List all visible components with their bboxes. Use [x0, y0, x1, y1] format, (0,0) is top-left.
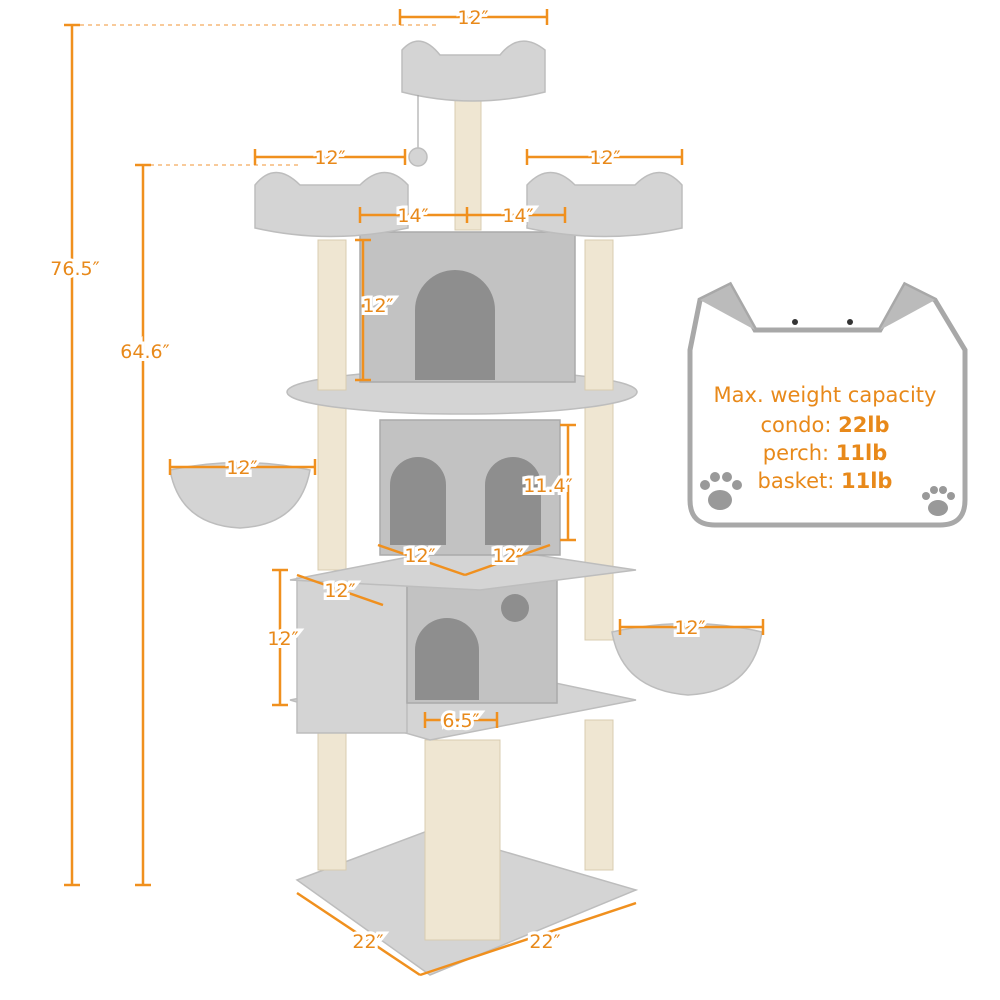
lower-condo-depth-label: 12″ [324, 580, 355, 602]
cat-ear-icon [700, 285, 755, 330]
sisal-post [584, 239, 614, 391]
peek-hole [501, 594, 529, 622]
top-condo-height-label: 12″ [362, 295, 393, 317]
cat-ear-icon [880, 285, 935, 330]
condo-entrance [390, 457, 446, 545]
sisal-post [454, 99, 482, 231]
scratching-ramp [424, 739, 501, 941]
paw-icon [700, 472, 742, 510]
weight-capacity-panel: Max. weight capacity condo: 22lb perch: … [687, 281, 968, 528]
left-basket-width-label: 12″ [226, 457, 257, 479]
sisal-post [317, 399, 347, 571]
middle-condo-right-width-label: 12″ [492, 545, 523, 567]
perch-height-label: 64.6″ [120, 341, 169, 363]
hanging-ball [408, 147, 428, 167]
base-right-label: 22″ [529, 931, 560, 953]
condo-entrance [415, 270, 495, 380]
capacity-row-basket: basket: 11lb [758, 469, 893, 493]
top-perch-width-label: 12″ [457, 7, 488, 29]
lower-condo-height-label: 12″ [267, 628, 298, 650]
left-basket [169, 461, 311, 529]
dimension-lines [64, 9, 765, 977]
middle-condo-height-label: 11.4″ [523, 475, 572, 497]
right-perch-width-label: 12″ [589, 147, 620, 169]
middle-condo-left-width-label: 12″ [404, 545, 435, 567]
sisal-post [317, 719, 347, 871]
base-left-label: 22″ [352, 931, 383, 953]
paw-icon [922, 486, 955, 516]
cat-tree-illustration [169, 40, 763, 976]
condo-entrance [415, 618, 479, 700]
top-perch [401, 40, 546, 102]
sisal-post [584, 399, 614, 641]
left-perch [254, 171, 409, 238]
sisal-post [584, 719, 614, 871]
top-condo-right-width-label: 14″ [502, 205, 533, 227]
total-height-label: 76.5″ [50, 258, 99, 280]
left-perch-width-label: 12″ [314, 147, 345, 169]
capacity-row-condo: condo: 22lb [760, 413, 889, 437]
tunnel-opening-label: 6.5″ [442, 710, 479, 732]
condo-entrance [485, 457, 541, 545]
capacity-row-perch: perch: 11lb [763, 441, 888, 465]
sisal-post [317, 239, 347, 391]
top-condo-left-width-label: 14″ [397, 205, 428, 227]
right-basket [611, 622, 763, 696]
cat-eye-icon [792, 319, 798, 325]
right-basket-width-label: 12″ [674, 617, 705, 639]
lower-condo [296, 577, 408, 734]
dimension-labels: 76.5″ 64.6″ 12″ 12″ 12″ 14″ 14″ 12″ 12″ … [47, 4, 708, 956]
capacity-title: Max. weight capacity [714, 383, 937, 407]
cat-eye-icon [847, 319, 853, 325]
right-perch [526, 171, 683, 238]
